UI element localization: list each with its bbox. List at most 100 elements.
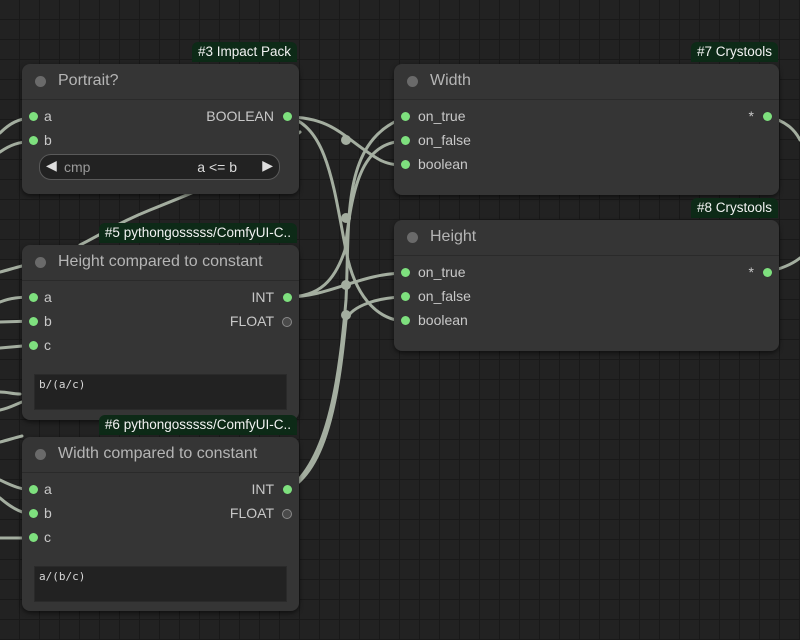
slot-label: a — [44, 481, 52, 497]
input-slot-c[interactable]: c — [22, 336, 142, 356]
slot-label: a — [44, 108, 52, 124]
slot-label: c — [44, 337, 51, 353]
input-slot-on-true[interactable]: on_true — [394, 263, 554, 283]
node-title: Width — [430, 72, 471, 89]
slot-connected-icon[interactable] — [283, 485, 292, 494]
input-slot-a[interactable]: a — [22, 107, 162, 127]
slot-connected-icon[interactable] — [283, 112, 292, 121]
input-slot-boolean[interactable]: boolean — [394, 311, 554, 331]
slot-label: boolean — [418, 312, 468, 328]
slot-connected-icon[interactable] — [29, 112, 38, 121]
collapse-toggle-icon[interactable] — [35, 257, 46, 268]
input-slot-on-false[interactable]: on_false — [394, 131, 554, 151]
slot-connected-icon[interactable] — [29, 533, 38, 542]
slot-connected-icon[interactable] — [283, 293, 292, 302]
slot-label: on_false — [418, 132, 471, 148]
node-title: Width compared to constant — [58, 445, 258, 462]
arrow-right-icon[interactable]: ▶ — [262, 157, 273, 173]
slot-connected-icon[interactable] — [763, 268, 772, 277]
node-badge-height-compare: #5 pythongosssss/ComfyUI-C.. — [98, 223, 297, 243]
slot-empty-icon[interactable] — [282, 317, 292, 327]
slot-label: b — [44, 132, 52, 148]
cmp-combo-widget[interactable]: ◀ cmp a <= b ▶ — [39, 154, 280, 180]
input-slot-c[interactable]: c — [22, 528, 142, 548]
slot-connected-icon[interactable] — [401, 292, 410, 301]
slot-label: b — [44, 313, 52, 329]
wire-width-int-to-width-true — [285, 115, 408, 492]
slot-connected-icon[interactable] — [401, 136, 410, 145]
slot-label: FLOAT — [229, 505, 274, 521]
wire-width-int-to-height-false — [285, 295, 408, 492]
output-slot-int[interactable]: INT — [179, 480, 299, 500]
slot-label: BOOLEAN — [206, 108, 274, 124]
node-badge-width-compare: #6 pythongosssss/ComfyUI-C.. — [98, 415, 297, 435]
collapse-toggle-icon[interactable] — [35, 449, 46, 460]
wire-left-loop-3 — [0, 434, 24, 444]
output-slot-any[interactable]: * — [699, 263, 779, 283]
slot-label: INT — [251, 481, 274, 497]
wire-midpoint — [341, 135, 351, 145]
slot-connected-icon[interactable] — [29, 509, 38, 518]
slot-connected-icon[interactable] — [763, 112, 772, 121]
node-header[interactable]: Width compared to constant — [22, 437, 299, 473]
node-badge-portrait: #3 Impact Pack — [191, 42, 297, 62]
slot-label: on_true — [418, 108, 466, 124]
slot-label: * — [748, 264, 754, 280]
collapse-toggle-icon[interactable] — [35, 76, 46, 87]
slot-label: FLOAT — [229, 313, 274, 329]
input-slot-a[interactable]: a — [22, 480, 142, 500]
slot-connected-icon[interactable] — [401, 268, 410, 277]
output-slot-boolean[interactable]: BOOLEAN — [159, 107, 299, 127]
node-height-compare[interactable]: Height compared to constant a b c INT FL… — [22, 245, 299, 420]
slot-label: * — [748, 108, 754, 124]
node-header[interactable]: Width — [394, 64, 779, 100]
wire-left-loop-4 — [0, 264, 24, 274]
node-title: Height compared to constant — [58, 253, 263, 270]
wire-midpoint — [341, 310, 351, 320]
expression-textarea[interactable]: a/(b/c) — [34, 566, 287, 602]
collapse-toggle-icon[interactable] — [407, 76, 418, 87]
node-header[interactable]: Portrait? — [22, 64, 299, 100]
node-width-switch[interactable]: Width on_true on_false boolean * — [394, 64, 779, 195]
slot-connected-icon[interactable] — [29, 341, 38, 350]
arrow-left-icon[interactable]: ◀ — [46, 157, 57, 173]
input-slot-a[interactable]: a — [22, 288, 142, 308]
slot-label: on_false — [418, 288, 471, 304]
node-header[interactable]: Height — [394, 220, 779, 256]
node-title: Portrait? — [58, 72, 119, 89]
output-slot-any[interactable]: * — [699, 107, 779, 127]
node-width-compare[interactable]: Width compared to constant a b c INT FLO… — [22, 437, 299, 611]
combo-value: a <= b — [197, 159, 237, 175]
input-slot-b[interactable]: b — [22, 312, 142, 332]
input-slot-on-true[interactable]: on_true — [394, 107, 554, 127]
wire-height-int-to-width-false — [285, 139, 408, 299]
wire-left-loop-2 — [0, 400, 24, 412]
node-portrait[interactable]: Portrait? a b BOOLEAN ◀ cmp a <= b ▶ — [22, 64, 299, 194]
output-slot-float[interactable]: FLOAT — [179, 312, 299, 332]
node-header[interactable]: Height compared to constant — [22, 245, 299, 281]
expression-textarea[interactable]: b/(a/c) — [34, 374, 287, 410]
node-badge-width-switch: #7 Crystools — [690, 42, 778, 62]
input-slot-boolean[interactable]: boolean — [394, 155, 554, 175]
slot-empty-icon[interactable] — [282, 509, 292, 519]
slot-connected-icon[interactable] — [29, 136, 38, 145]
input-slot-on-false[interactable]: on_false — [394, 287, 554, 307]
slot-connected-icon[interactable] — [29, 317, 38, 326]
output-slot-int[interactable]: INT — [179, 288, 299, 308]
input-slot-b[interactable]: b — [22, 504, 142, 524]
collapse-toggle-icon[interactable] — [407, 232, 418, 243]
slot-label: c — [44, 529, 51, 545]
node-badge-height-switch: #8 Crystools — [690, 198, 778, 218]
wire-midpoint — [341, 280, 351, 290]
slot-label: on_true — [418, 264, 466, 280]
slot-connected-icon[interactable] — [29, 485, 38, 494]
node-title: Height — [430, 228, 477, 245]
slot-label: b — [44, 505, 52, 521]
slot-connected-icon[interactable] — [401, 112, 410, 121]
slot-connected-icon[interactable] — [401, 160, 410, 169]
output-slot-float[interactable]: FLOAT — [179, 504, 299, 524]
input-slot-b[interactable]: b — [22, 131, 162, 151]
slot-connected-icon[interactable] — [401, 316, 410, 325]
slot-connected-icon[interactable] — [29, 293, 38, 302]
node-height-switch[interactable]: Height on_true on_false boolean * — [394, 220, 779, 351]
